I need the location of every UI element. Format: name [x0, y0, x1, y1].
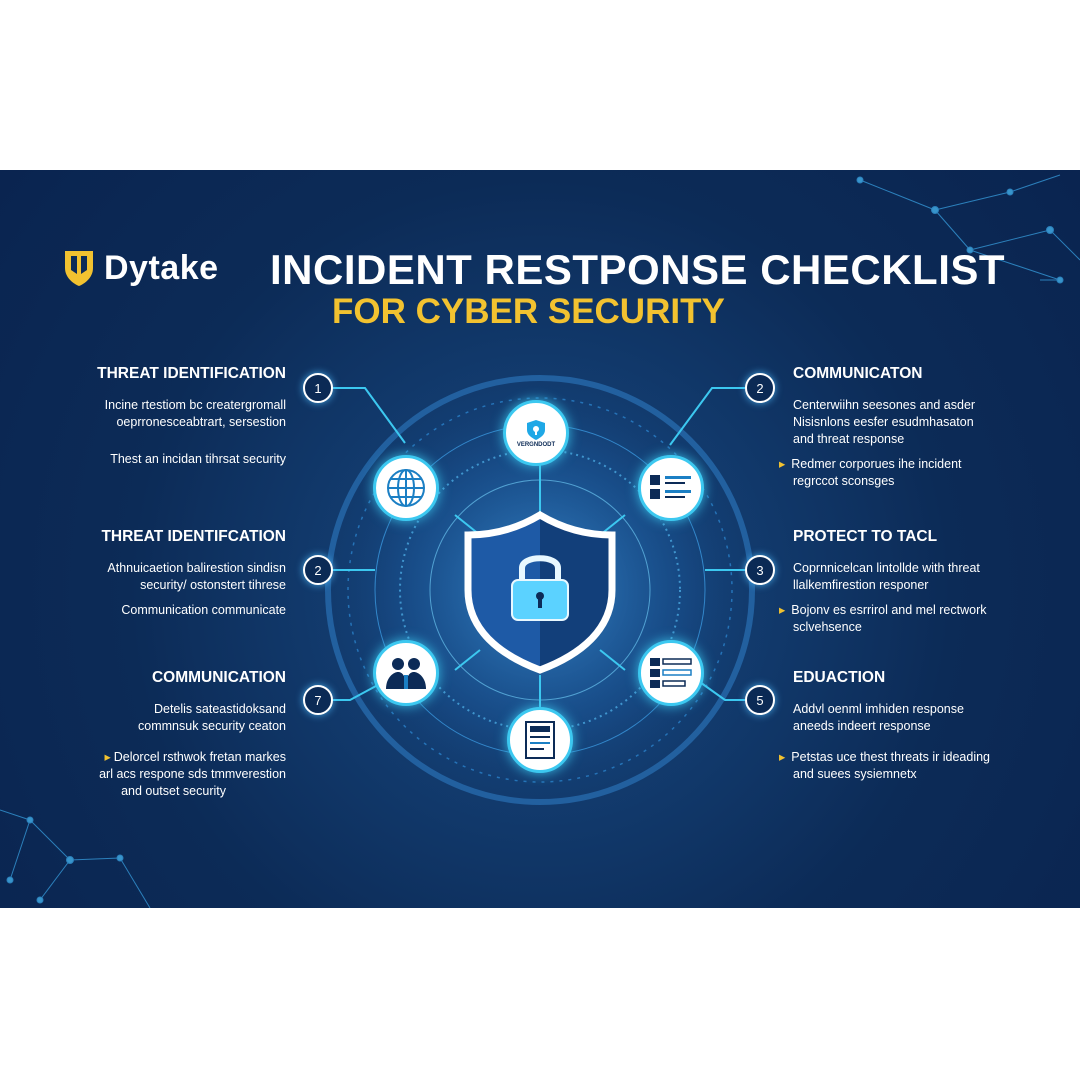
section-bullet-cont: sclvehsence	[793, 620, 862, 634]
checklist-icon	[650, 475, 691, 499]
section-bullet-cont: arl acs respone sds tmmverestion	[99, 767, 286, 781]
hub-bottom	[507, 707, 573, 773]
step-number-badge: 1	[303, 373, 333, 403]
document-icon	[525, 721, 555, 759]
network-mesh-bottom-left	[0, 809, 151, 908]
hub-upper-left	[373, 455, 439, 521]
section-title: EDUACTION	[793, 669, 886, 686]
hub-lower-right	[638, 640, 704, 706]
globe-icon	[387, 469, 425, 507]
left-section-1: THREAT IDENTIFICATION Incine rtestiom bc…	[97, 365, 286, 468]
section-line: llalkemfirestion responer	[793, 578, 929, 592]
section-bullet: Delorcel rsthwok fretan markes	[99, 749, 286, 766]
right-section-2: PROTECT TO TACL Coprnnicelcan lintollde …	[791, 528, 986, 636]
section-bullet-cont: regrccot sconsges	[793, 474, 895, 488]
section-title: COMMUNICATION	[151, 669, 286, 686]
list-icon	[650, 658, 692, 688]
section-bullet: Petstas uce thest threats ir ideading	[779, 749, 990, 766]
hub-top: VERGNDODT	[503, 400, 569, 466]
connector-lines	[333, 387, 745, 707]
section-line: security/ ostonstert tihrese	[140, 578, 286, 592]
section-bullet-cont: and outset security	[121, 784, 226, 798]
section-title: THREAT IDENTIFCATION	[101, 528, 286, 545]
section-line: Coprnnicelcan lintollde with threat	[793, 561, 980, 575]
hub-top-label: VERGNDODT	[516, 442, 556, 448]
step-number-badge: 2	[745, 373, 775, 403]
section-bullet-cont: and suees sysiemnetx	[793, 767, 917, 781]
section-line: Addvl oenml imhiden response	[793, 702, 964, 716]
brand-shield-icon	[65, 251, 93, 286]
left-section-2: THREAT IDENTIFCATION Athnuicaetion balir…	[101, 528, 286, 619]
section-line: and threat response	[793, 432, 905, 446]
left-section-3: COMMUNICATION Detelis sateastidoksand co…	[99, 669, 286, 800]
infographic-banner: Dytake INCIDENT RESTPONSE CHECKLIST FOR …	[0, 170, 1080, 908]
page-subtitle: FOR CYBER SECURITY	[332, 292, 725, 331]
network-mesh-top-right	[856, 174, 1080, 284]
right-section-3: EDUACTION Addvl oenml imhiden response a…	[791, 669, 990, 783]
step-number-badge: 5	[745, 685, 775, 715]
section-title: THREAT IDENTIFICATION	[97, 365, 286, 382]
hub-lower-left	[373, 640, 439, 706]
section-line: aneeds indeert response	[793, 719, 931, 733]
section-bullet: Redmer corporues ihe incident	[779, 456, 975, 473]
section-line: Nisisnlons eesfer esudmhasaton	[793, 415, 974, 429]
section-bullet: Thest an incidan tihrsat security	[110, 452, 286, 466]
outer-ring	[325, 375, 755, 805]
step-number-badge: 7	[303, 685, 333, 715]
brand-logo: Dytake	[62, 248, 219, 288]
shield-badge-icon	[527, 420, 545, 440]
section-line: commnsuk security ceaton	[138, 719, 286, 733]
step-number-badge: 2	[303, 555, 333, 585]
page-title: INCIDENT RESTPONSE CHECKLIST	[270, 246, 1006, 293]
section-bullet: Communication communicate	[121, 603, 286, 617]
people-icon	[386, 658, 426, 689]
right-section-1: COMMUNICATON Centerwiihn seesones and as…	[791, 365, 976, 490]
section-title: PROTECT TO TACL	[793, 528, 938, 545]
section-line: Centerwiihn seesones and asder	[793, 398, 976, 412]
central-shield-lock-icon	[464, 510, 616, 674]
section-bullet: Bojonv es esrrirol and mel rectwork	[779, 602, 986, 619]
hub-upper-right	[638, 455, 704, 521]
section-title: COMMUNICATON	[793, 365, 923, 382]
brand-name: Dytake	[104, 248, 219, 287]
step-number-badge: 3	[745, 555, 775, 585]
section-line: Incine rtestiom bc creatergromall	[104, 398, 286, 412]
section-line: Detelis sateastidoksand	[153, 702, 286, 716]
section-line: oeprronesceabtrart, sersestion	[116, 415, 286, 429]
section-line: Athnuicaetion balirestion sindisn	[107, 561, 286, 575]
